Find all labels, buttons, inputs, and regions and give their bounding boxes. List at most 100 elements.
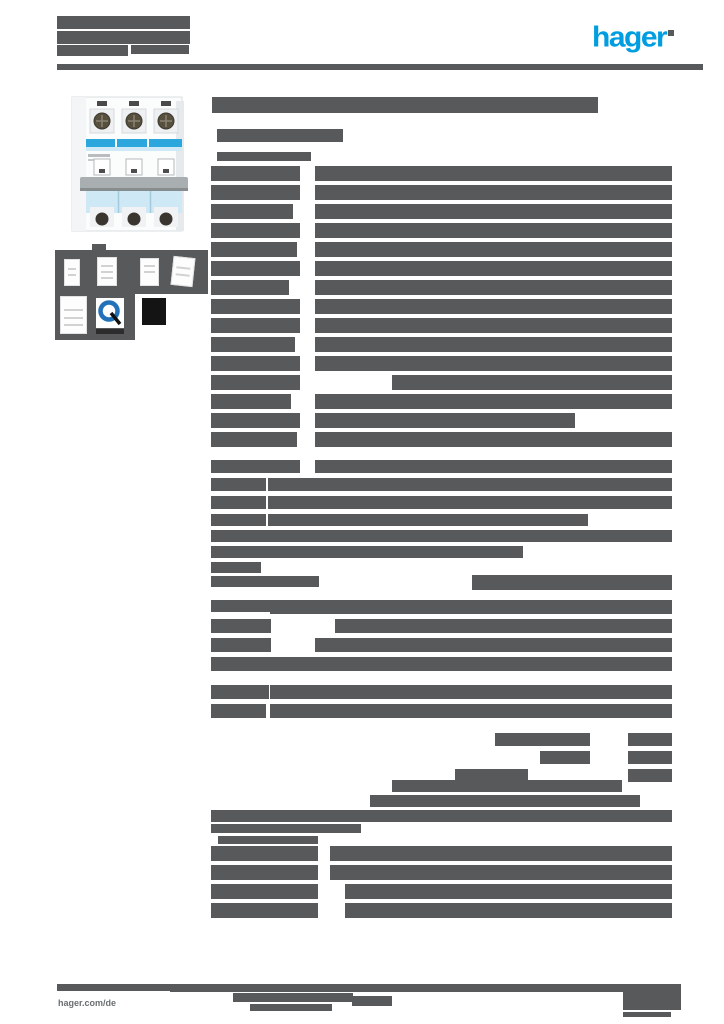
- spec-value: [315, 223, 672, 238]
- right-aligned-label: [540, 751, 590, 764]
- image-caption: [92, 244, 106, 250]
- header-line-4: [131, 45, 189, 54]
- footer-center-text: [233, 993, 353, 1002]
- spec-label: [211, 280, 289, 295]
- spec-value: [315, 204, 672, 219]
- header-line-1: [57, 16, 190, 29]
- spec-label: [211, 261, 300, 276]
- spec-label: [211, 884, 318, 899]
- spec-value: [270, 600, 672, 614]
- spec-value: [330, 865, 672, 880]
- spec-value: [270, 685, 672, 699]
- section-label: [217, 152, 311, 161]
- q-quality-mark-icon: [96, 298, 124, 328]
- footer-site-box: hager.com/de: [55, 991, 170, 1015]
- mcb-top-terminals: [89, 101, 179, 134]
- spec-label: [211, 846, 318, 861]
- spec-value: [315, 166, 672, 181]
- spec-label: [211, 460, 300, 473]
- spec-value: [268, 546, 523, 558]
- cert-doc-icon: [64, 259, 80, 286]
- spec-label: [211, 514, 266, 526]
- spec-value: [270, 657, 672, 671]
- paragraph-line: [392, 780, 622, 792]
- spec-label: [211, 478, 266, 491]
- spec-value: [270, 704, 672, 718]
- right-aligned-value: [628, 751, 672, 764]
- spec-label: [211, 204, 293, 219]
- right-aligned-value: [472, 575, 672, 590]
- q-mark-glyph: [98, 300, 122, 326]
- spec-value: [315, 299, 672, 314]
- spec-value: [315, 242, 672, 257]
- paragraph-line: [211, 824, 361, 833]
- spec-label: [211, 299, 300, 314]
- spec-label: [211, 530, 273, 542]
- q-mark-caption: [96, 329, 124, 334]
- header-rule: [57, 64, 703, 70]
- mcb-switch-windows: [93, 158, 175, 176]
- spec-label: [211, 356, 300, 371]
- spec-label: [211, 576, 319, 587]
- spec-value: [315, 432, 672, 447]
- spec-label: [211, 685, 269, 699]
- cert-doc-icon: [170, 255, 196, 288]
- header-line-3: [57, 45, 128, 56]
- spec-value: [268, 530, 672, 542]
- spec-value: [345, 884, 672, 899]
- spec-value: [315, 280, 672, 295]
- paragraph-line: [211, 810, 672, 822]
- product-photo-mcb: [71, 96, 188, 232]
- spec-value: [315, 337, 672, 352]
- spec-label: [211, 903, 318, 918]
- spec-value: [345, 903, 672, 918]
- cert-doc-icon: [97, 257, 117, 286]
- spec-label: [211, 242, 297, 257]
- spec-value: [315, 261, 672, 276]
- spec-label: [211, 704, 266, 718]
- spec-label: [211, 375, 300, 390]
- page-number-box: [623, 984, 681, 1010]
- footer-site-link[interactable]: hager.com/de: [58, 998, 117, 1008]
- spec-label: [211, 546, 268, 558]
- spec-label: [211, 657, 271, 671]
- spec-value: [268, 514, 588, 526]
- spec-value: [268, 496, 672, 509]
- spec-label: [211, 496, 266, 509]
- spec-label: [211, 638, 271, 652]
- section-heading: [218, 836, 318, 844]
- spec-value: [268, 478, 672, 491]
- spec-value: [315, 185, 672, 200]
- spec-value: [315, 638, 672, 652]
- hager-logo: hager: [592, 21, 668, 54]
- paragraph-line: [370, 795, 640, 807]
- footer-center-text: [250, 1004, 332, 1011]
- spec-label: [211, 318, 300, 333]
- product-subtitle: [217, 129, 343, 142]
- footer-rule: [57, 984, 623, 992]
- spec-value: [330, 846, 672, 861]
- right-aligned-value: [628, 733, 672, 746]
- spec-label: [211, 166, 300, 181]
- spec-value: [315, 413, 575, 428]
- mcb-toggle-lever: [80, 177, 188, 191]
- spec-label: [211, 337, 295, 352]
- right-aligned-label: [455, 769, 528, 782]
- spec-value: [315, 460, 672, 473]
- spec-label: [211, 619, 271, 633]
- spec-label: [211, 865, 318, 880]
- spec-label: [211, 562, 261, 573]
- mcb-lower-face: [86, 191, 182, 227]
- spec-label: [211, 394, 291, 409]
- spec-label: [211, 413, 300, 428]
- cert-doc-icon: [140, 258, 159, 286]
- header-line-2: [57, 31, 190, 44]
- spec-value: [315, 394, 672, 409]
- spec-value: [392, 375, 672, 390]
- spec-value: [335, 619, 672, 633]
- logo-registered-mark: [668, 30, 674, 36]
- right-aligned-value: [628, 769, 672, 782]
- spec-value: [315, 356, 672, 371]
- black-mark-icon: [142, 298, 166, 325]
- spec-label: [211, 600, 272, 612]
